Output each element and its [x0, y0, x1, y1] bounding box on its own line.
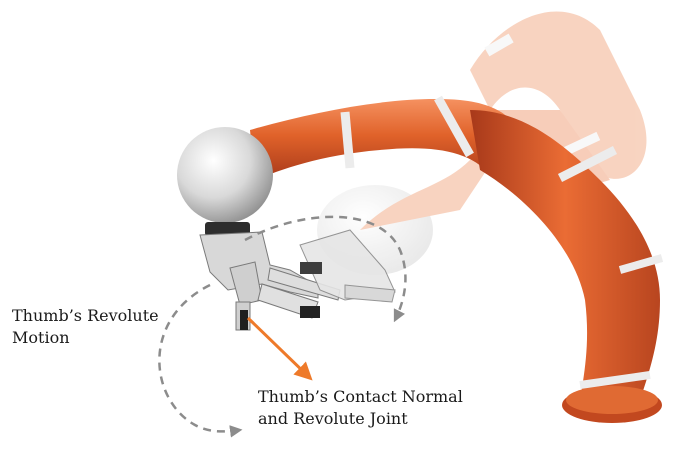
label-contact-normal-line2: and Revolute Joint	[258, 408, 463, 430]
label-contact-normal-line1: Thumb’s Contact Normal	[258, 386, 463, 408]
label-revolute-motion: Thumb’s Revolute Motion	[12, 305, 159, 349]
label-revolute-motion-line2: Motion	[12, 327, 159, 349]
contact-normal-arrow	[248, 318, 310, 378]
revolute-motion-path	[159, 285, 240, 431]
label-revolute-motion-line1: Thumb’s Revolute	[12, 305, 159, 327]
wrist-joint	[177, 127, 273, 223]
label-contact-normal: Thumb’s Contact Normal and Revolute Join…	[258, 386, 463, 430]
